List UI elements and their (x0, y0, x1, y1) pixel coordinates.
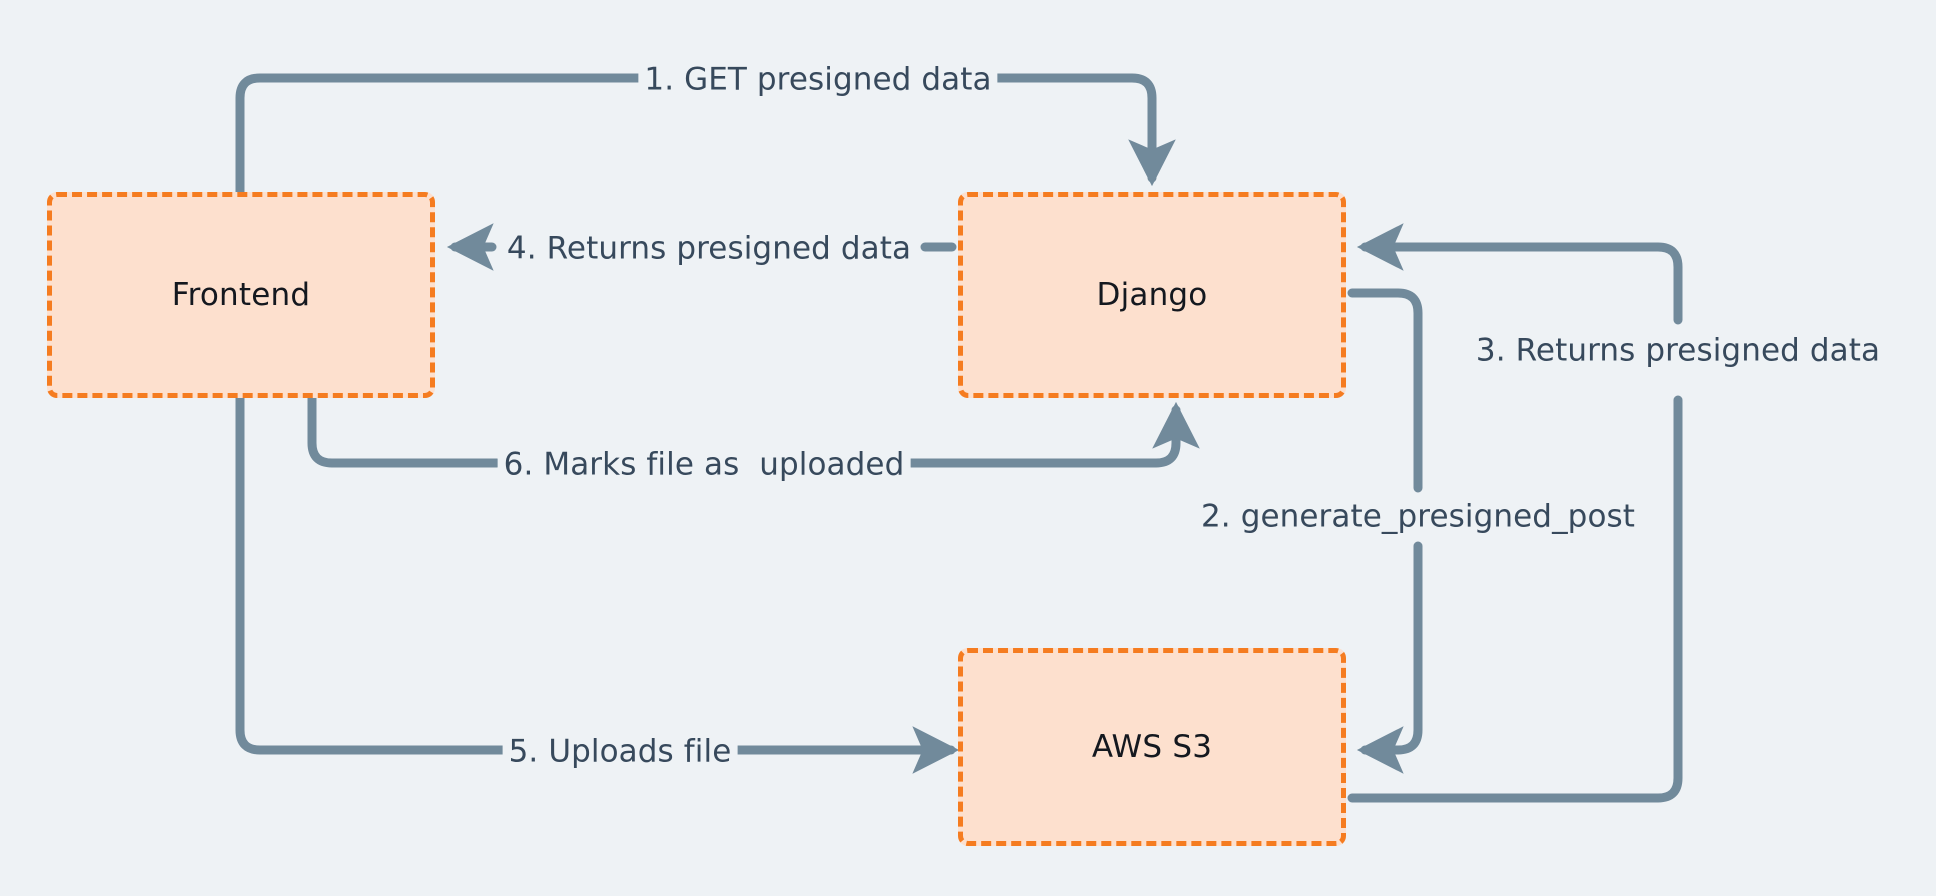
edge-path-5 (235, 393, 508, 755)
edge-label-1: 1. GET presigned data (638, 64, 998, 96)
edge-label-3: 3. Returns presigned data (1469, 335, 1887, 367)
node-django[interactable]: Django (958, 192, 1346, 398)
node-frontend[interactable]: Frontend (47, 192, 435, 398)
edge-path-2b (1356, 541, 1423, 774)
node-aws-s3-label: AWS S3 (1091, 729, 1213, 765)
edge-label-4: 4. Returns presigned data (500, 233, 918, 265)
edge-label-2: 2. generate_presigned_post (1194, 501, 1642, 533)
edge-path-1 (235, 73, 738, 197)
edge-label-5: 5. Uploads file (502, 736, 738, 768)
node-django-label: Django (1096, 277, 1208, 313)
edge-path-6 (307, 393, 502, 468)
edge-path-3 (1347, 395, 1683, 803)
edge-path-1b (898, 73, 1176, 187)
edge-label-6: 6. Marks file as uploaded (497, 449, 911, 481)
edge-path-3b (1356, 223, 1683, 325)
edge-path-2 (1347, 288, 1423, 493)
node-aws-s3[interactable]: AWS S3 (958, 648, 1346, 846)
edge-path-6b (906, 401, 1200, 468)
node-frontend-label: Frontend (171, 277, 311, 313)
